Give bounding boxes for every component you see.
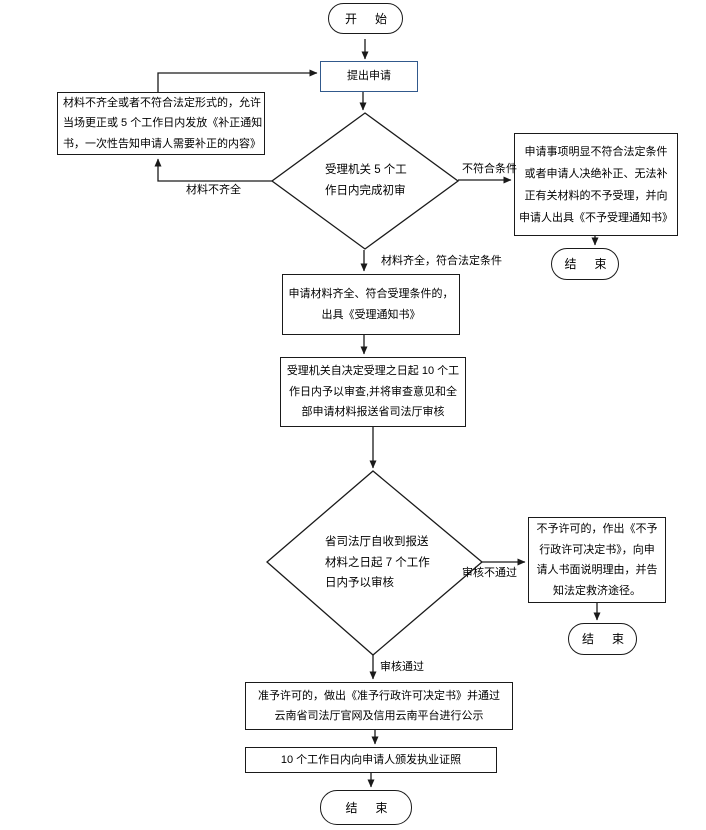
accept-notice-node: 申请材料齐全、符合受理条件的， 出具《受理通知书》	[282, 274, 460, 335]
label-materials-incomplete: 材料不齐全	[186, 184, 241, 196]
connector-supplement-to-submit	[157, 69, 318, 92]
review-report-node: 受理机关自决定受理之日起 10 个工 作日内予以审查,并将审查意见和全 部申请材…	[280, 357, 466, 427]
label-not-meet-conditions: 不符合条件	[462, 163, 517, 175]
label-review-fail: 审核不通过	[462, 567, 517, 579]
initial-review-decision-text: 受理机关 5 个工 作日内完成初审	[325, 164, 407, 197]
end-node-2: 结 束	[568, 623, 637, 655]
decision1-diamond	[270, 112, 460, 250]
not-accept-node: 申请事项明显不符合法定条件 或者申请人决绝补正、无法补 正有关材料的不予受理，并…	[514, 133, 678, 236]
supplement-notice-node: 材料不齐全或者不符合法定形式的，允许 当场更正或 5 个工作日内发放《补正通知 …	[57, 92, 265, 155]
label-review-pass: 审核通过	[380, 661, 424, 673]
decision2-diamond	[266, 470, 484, 656]
issue-license-node: 10 个工作日内向申请人颁发执业证照	[245, 747, 497, 773]
label-materials-complete: 材料齐全，符合法定条件	[381, 255, 502, 267]
submit-application-node: 提出申请	[320, 61, 418, 92]
connector-decision1-to-supplement	[154, 158, 272, 182]
deny-permit-node: 不予许可的，作出《不予 行政许可决定书》，向申 请人书面说明理由，并告 知法定救…	[528, 517, 666, 603]
provincial-review-decision-text: 省司法厅自收到报送 材料之日起 7 个工作 日内予以审核	[325, 536, 430, 589]
end-node-1: 结 束	[551, 248, 619, 280]
grant-permit-node: 准予许可的，做出《准予行政许可决定书》并通过 云南省司法厅官网及信用云南平台进行…	[245, 682, 513, 730]
end-node-3: 结 束	[320, 790, 412, 825]
start-node: 开 始	[328, 3, 403, 34]
